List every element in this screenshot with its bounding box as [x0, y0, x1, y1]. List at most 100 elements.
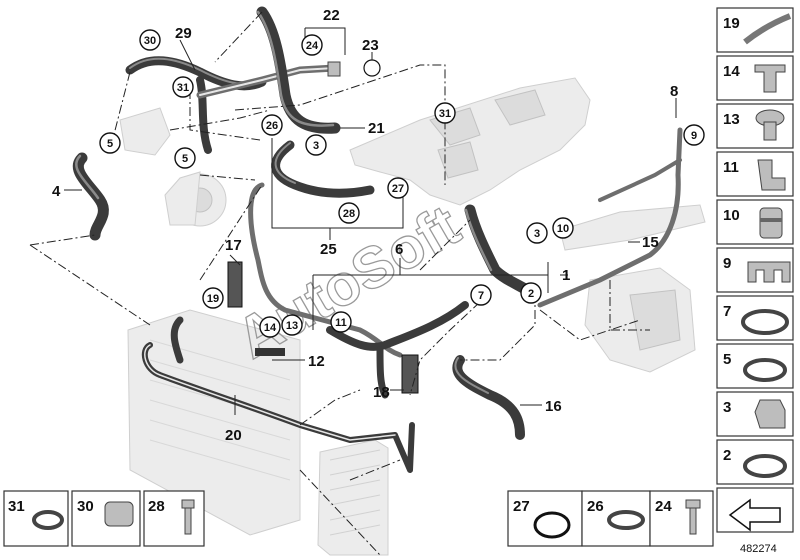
radiator [127, 309, 389, 556]
o-ring-icon [533, 511, 571, 539]
label-1[interactable]: 1 [562, 267, 570, 284]
label-6[interactable]: 6 [395, 241, 403, 258]
label-12[interactable]: 12 [308, 353, 325, 370]
label-16[interactable]: 16 [545, 398, 562, 415]
connector-icon [759, 207, 783, 239]
callout-13[interactable]: 13 [281, 314, 303, 336]
callout-26[interactable]: 26 [261, 114, 283, 136]
svg-text:11: 11 [723, 159, 739, 176]
label-21[interactable]: 21 [368, 120, 385, 137]
svg-text:24: 24 [306, 40, 319, 52]
callout-7[interactable]: 7 [470, 284, 492, 306]
callout-5[interactable]: 5 [99, 132, 121, 154]
svg-text:19: 19 [723, 15, 740, 32]
callout-19[interactable]: 19 [202, 287, 224, 309]
label-25[interactable]: 25 [320, 241, 337, 258]
bracket-clip-icon [757, 159, 786, 191]
callout-3[interactable]: 3 [305, 134, 327, 156]
svg-text:3: 3 [723, 399, 731, 416]
callout-14[interactable]: 14 [259, 316, 281, 338]
svg-text:3: 3 [534, 228, 540, 240]
label-29[interactable]: 29 [175, 25, 192, 42]
sidebar-item-14[interactable]: 14 [716, 55, 794, 101]
o-ring-23 [363, 59, 381, 77]
svg-text:5: 5 [107, 138, 113, 150]
hose-clamp-icon [32, 510, 64, 530]
bracket-17 [227, 261, 243, 308]
svg-text:24: 24 [655, 498, 672, 515]
svg-text:30: 30 [77, 498, 94, 515]
svg-text:13: 13 [286, 320, 298, 332]
callout-30[interactable]: 30 [139, 29, 161, 51]
engine-outline [119, 77, 706, 373]
callout-9[interactable]: 9 [683, 124, 705, 146]
svg-text:5: 5 [723, 351, 731, 368]
callout-2[interactable]: 2 [520, 282, 542, 304]
part-box-31[interactable]: 31 [3, 490, 69, 547]
sidebar-item-19[interactable]: 19 [716, 7, 794, 53]
sidebar-item-5[interactable]: 5 [716, 343, 794, 389]
clip-12 [255, 348, 285, 356]
svg-text:31: 31 [177, 82, 189, 94]
sidebar-item-2[interactable]: 2 [716, 439, 794, 485]
part-box-27[interactable]: 27 [507, 490, 583, 547]
svg-text:2: 2 [723, 447, 731, 464]
sidebar-item-10[interactable]: 10 [716, 199, 794, 245]
double-clip-icon [747, 261, 791, 283]
part-box-30[interactable]: 30 [71, 490, 141, 547]
part-box-28[interactable]: 28 [143, 490, 205, 547]
svg-text:3: 3 [313, 140, 319, 152]
callout-28[interactable]: 28 [338, 202, 360, 224]
sidebar-item-7[interactable]: 7 [716, 295, 794, 341]
label-17[interactable]: 17 [225, 237, 242, 254]
label-8[interactable]: 8 [670, 83, 678, 100]
clip-icon [754, 64, 786, 93]
quick-clip-icon [754, 399, 786, 429]
sidebar-item-3[interactable]: 3 [716, 391, 794, 437]
hose-clamp-icon [607, 510, 645, 530]
callout-24[interactable]: 24 [301, 34, 323, 56]
callout-3[interactable]: 3 [526, 222, 548, 244]
connector-24 [327, 61, 341, 77]
sidebar-item-13[interactable]: 13 [716, 103, 794, 149]
label-23[interactable]: 23 [362, 37, 379, 54]
bracket-18 [401, 354, 419, 394]
hose-clamp-icon [741, 309, 789, 335]
bottom-parts-right: 27 26 24 [507, 490, 714, 547]
bolt-icon [181, 499, 195, 509]
svg-text:30: 30 [144, 35, 156, 47]
callout-11[interactable]: 11 [330, 311, 352, 333]
svg-text:5: 5 [182, 153, 188, 165]
callout-5[interactable]: 5 [174, 147, 196, 169]
arrow-icon [728, 498, 781, 532]
hose-guide-icon [743, 13, 792, 45]
svg-text:14: 14 [264, 322, 277, 334]
label-18[interactable]: 18 [373, 384, 390, 401]
svg-text:10: 10 [557, 223, 569, 235]
callout-31[interactable]: 31 [434, 102, 456, 124]
arrow-box[interactable] [716, 487, 794, 533]
label-15[interactable]: 15 [642, 234, 659, 251]
svg-text:31: 31 [8, 498, 25, 515]
part-box-24[interactable]: 24 [649, 490, 714, 547]
svg-text:9: 9 [691, 130, 697, 142]
hose-clamp-icon [743, 454, 787, 478]
label-20[interactable]: 20 [225, 427, 242, 444]
callout-10[interactable]: 10 [552, 217, 574, 239]
part-box-26[interactable]: 26 [581, 490, 651, 547]
svg-text:7: 7 [723, 303, 731, 320]
svg-text:28: 28 [343, 208, 355, 220]
label-22[interactable]: 22 [323, 7, 340, 24]
callout-31[interactable]: 31 [172, 76, 194, 98]
sidebar-item-11[interactable]: 11 [716, 151, 794, 197]
svg-text:14: 14 [723, 63, 740, 80]
callout-27[interactable]: 27 [387, 177, 409, 199]
sidebar-item-9[interactable]: 9 [716, 247, 794, 293]
svg-text:28: 28 [148, 498, 165, 515]
clip-icon [104, 501, 134, 527]
svg-text:27: 27 [392, 183, 404, 195]
label-4[interactable]: 4 [52, 183, 61, 200]
svg-text:2: 2 [528, 288, 534, 300]
bottom-parts-left: 31 30 28 [3, 490, 205, 547]
